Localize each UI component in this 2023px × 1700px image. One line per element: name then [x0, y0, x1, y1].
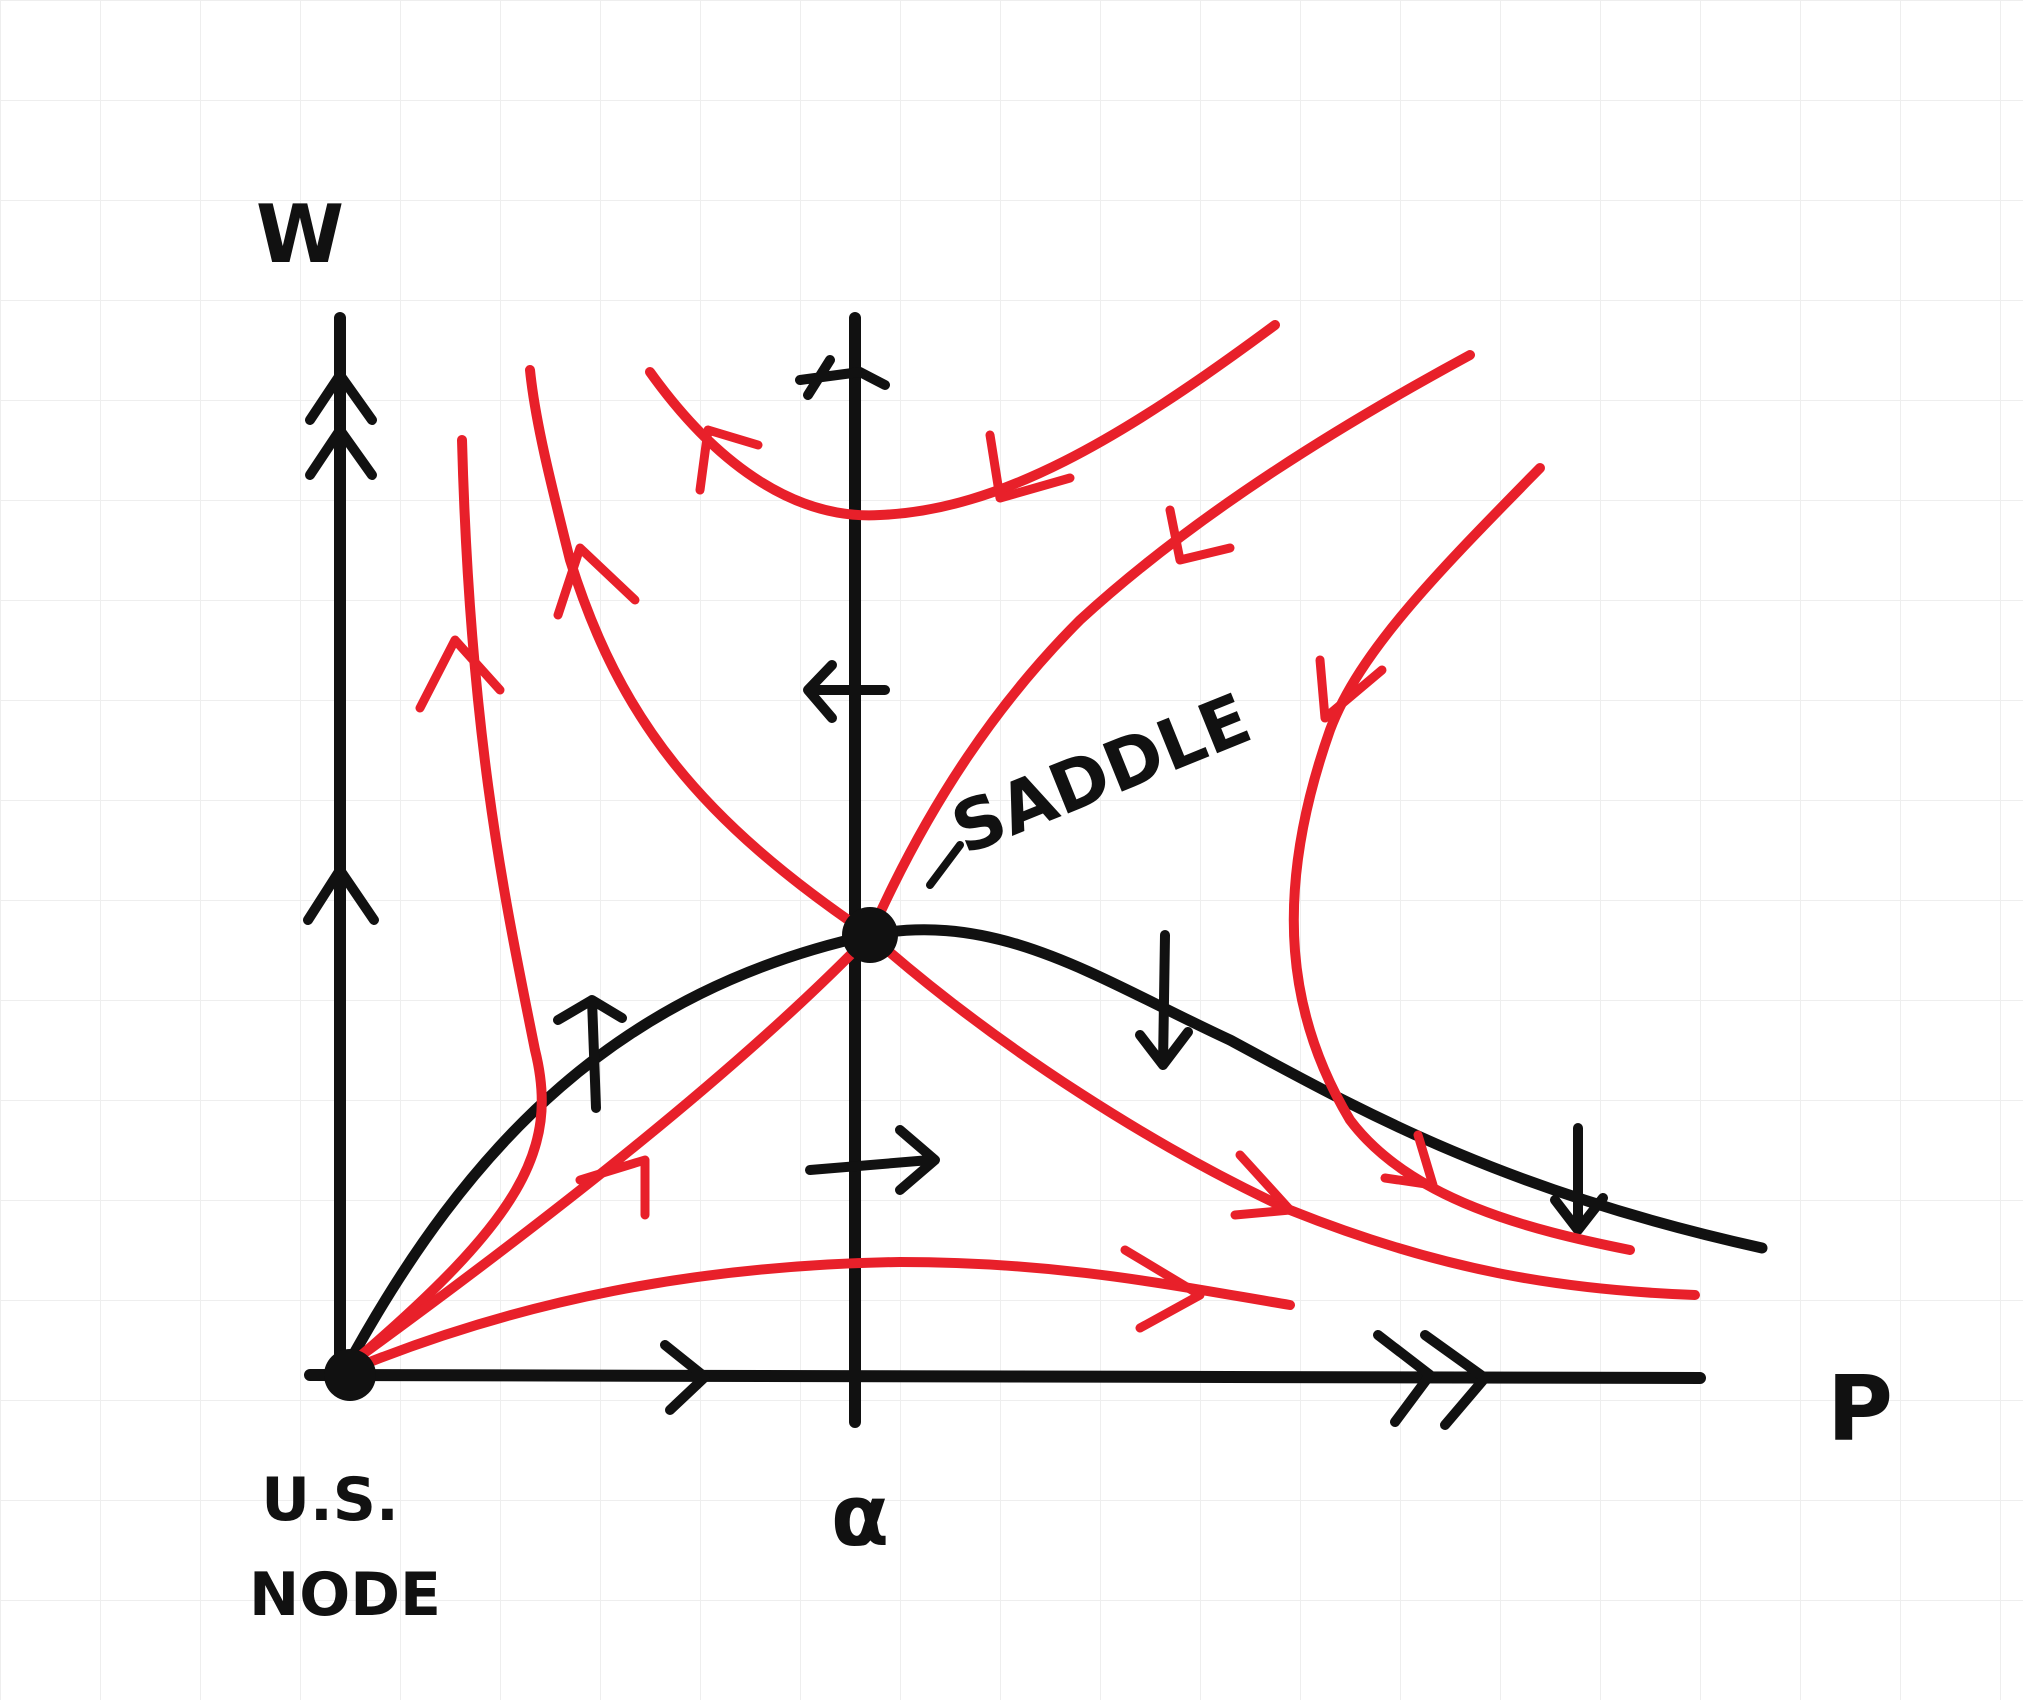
right-arc-lower-arrow-icon	[1380, 1130, 1438, 1190]
axes	[304, 312, 1706, 1428]
unstable-right-down-arrow-icon	[1230, 1150, 1295, 1220]
trajectory-top-arc	[645, 320, 1280, 521]
saddle-point	[842, 907, 898, 963]
trajectory-stable-manifold-left	[343, 930, 875, 1370]
top-arc-left-arrow-icon	[695, 425, 763, 495]
trajectory-right-arc	[1288, 463, 1635, 1255]
unstable-node-point	[324, 1349, 376, 1401]
p-axis-far-arrow-icon	[1373, 1330, 1435, 1427]
nullcline-up-arrow-icon	[553, 995, 627, 1113]
left-separatrix-up-arrow-icon	[553, 543, 640, 620]
alpha-line-left-arrow-icon	[803, 660, 890, 723]
alpha-line-top-arrow-icon	[795, 355, 890, 400]
trajectory-arrows	[415, 425, 1438, 1333]
y-axis-label: W	[256, 188, 344, 281]
axis-arrows	[303, 355, 1490, 1430]
node-label-line2: NODE	[249, 1560, 441, 1630]
nullcline-curve	[339, 924, 1768, 1376]
trajectory-bottom	[345, 1257, 1295, 1375]
stable-left-up-arrow-icon	[575, 1155, 650, 1220]
alpha-tick-label: α	[831, 1467, 889, 1566]
right-arc-down-arrow-icon	[1315, 655, 1387, 723]
stable-right-down-arrow-icon	[1165, 505, 1235, 565]
far-left-up-arrow-icon	[415, 635, 505, 713]
trajectory-far-left	[345, 435, 547, 1370]
w-axis-top-arrow-icon	[305, 370, 377, 425]
saddle-pointer	[926, 841, 964, 889]
trajectory-left-separatrix	[525, 365, 875, 940]
trajectory-stable-manifold-right	[865, 350, 1475, 940]
p-axis-right-arrow-icon	[660, 1340, 710, 1415]
alpha-line-right-arrow-icon	[805, 1125, 940, 1195]
nullcline-arrows	[553, 930, 1608, 1235]
top-arc-right-arrow-icon	[985, 430, 1075, 503]
p-axis-far-arrow2-icon	[1420, 1330, 1490, 1430]
bottom-right-arrow-icon	[1120, 1245, 1205, 1333]
node-label-line1: U.S.	[261, 1465, 399, 1535]
w-axis-top-arrow2-icon	[305, 425, 377, 480]
nullcline-down-arrow-icon	[1135, 930, 1193, 1070]
w-axis-mid-arrow-icon	[303, 865, 379, 925]
x-axis-label: P	[1827, 1357, 1893, 1462]
p-axis	[304, 1369, 1706, 1384]
nullcline-down-arrow2-icon	[1550, 1123, 1608, 1235]
